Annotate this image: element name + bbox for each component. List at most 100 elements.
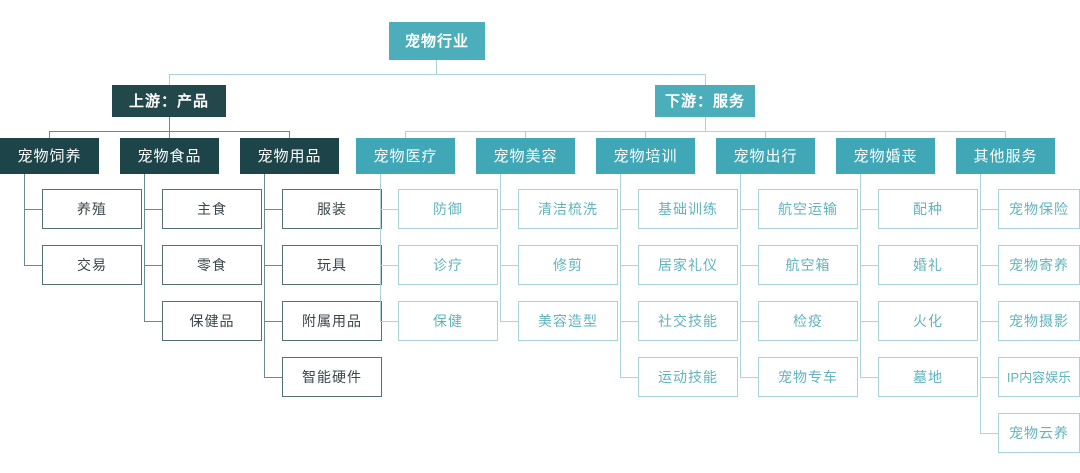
connector-food-item-1 [144, 265, 162, 266]
node-item-food-1: 零食 [162, 245, 262, 285]
node-category-pet-breeding: 宠物饲养 [0, 138, 99, 174]
node-item-training-3: 运动技能 [638, 357, 738, 397]
connector-medical-item-1 [380, 265, 398, 266]
node-item-supplies-0: 服装 [282, 189, 382, 229]
connector-root-to-upstream [169, 74, 170, 88]
connector-grooming-item-1 [500, 265, 518, 266]
connector-upstream-to-food [169, 131, 170, 138]
connector-wedding-spine [860, 174, 861, 378]
connector-other-item-0 [980, 209, 998, 210]
node-item-other-4: 宠物云养 [998, 413, 1080, 453]
node-category-pet-grooming: 宠物美容 [476, 138, 575, 174]
node-category-pet-training: 宠物培训 [596, 138, 695, 174]
connector-travel-item-3 [740, 377, 758, 378]
node-downstream-header: 下游：服务 [655, 85, 755, 117]
connector-grooming-item-0 [500, 209, 518, 210]
node-item-wedding-3: 墓地 [878, 357, 978, 397]
node-item-travel-1: 航空箱 [758, 245, 858, 285]
node-category-pet-supplies: 宠物用品 [240, 138, 339, 174]
connector-root-stem [436, 60, 437, 74]
connector-training-item-2 [620, 321, 638, 322]
node-item-breeding-1: 交易 [42, 245, 142, 285]
connector-travel-spine [740, 174, 741, 378]
connector-grooming-item-2 [500, 321, 518, 322]
node-item-grooming-0: 清洁梳洗 [518, 189, 618, 229]
connector-food-spine [144, 174, 145, 322]
node-item-breeding-0: 养殖 [42, 189, 142, 229]
connector-supplies-item-3 [264, 377, 282, 378]
connector-other-item-3 [980, 377, 998, 378]
connector-other-spine [980, 174, 981, 434]
node-item-other-3: IP内容娱乐 [998, 357, 1080, 397]
node-category-pet-medical: 宠物医疗 [356, 138, 455, 174]
connector-upstream-stem [169, 117, 170, 131]
connector-downstream-bus [405, 131, 1005, 132]
node-item-training-0: 基础训练 [638, 189, 738, 229]
node-upstream-header: 上游：产品 [112, 85, 226, 117]
connector-supplies-item-1 [264, 265, 282, 266]
connector-food-item-2 [144, 321, 162, 322]
connector-other-item-1 [980, 265, 998, 266]
connector-medical-item-0 [380, 209, 398, 210]
node-item-food-0: 主食 [162, 189, 262, 229]
connector-breeding-item-0 [24, 209, 42, 210]
node-item-grooming-1: 修剪 [518, 245, 618, 285]
node-item-other-1: 宠物寄养 [998, 245, 1080, 285]
node-item-medical-0: 防御 [398, 189, 498, 229]
node-item-food-2: 保健品 [162, 301, 262, 341]
connector-downstream-to-grooming [525, 131, 526, 138]
connector-wedding-item-3 [860, 377, 878, 378]
connector-travel-item-1 [740, 265, 758, 266]
connector-training-spine [620, 174, 621, 378]
node-item-travel-2: 检疫 [758, 301, 858, 341]
connector-downstream-stem [705, 117, 706, 131]
node-item-grooming-2: 美容造型 [518, 301, 618, 341]
connector-supplies-item-2 [264, 321, 282, 322]
connector-upstream-to-breeding [49, 131, 50, 138]
connector-travel-item-2 [740, 321, 758, 322]
connector-wedding-item-2 [860, 321, 878, 322]
node-item-supplies-1: 玩具 [282, 245, 382, 285]
connector-training-item-1 [620, 265, 638, 266]
connector-upstream-to-supplies [289, 131, 290, 138]
connector-wedding-item-0 [860, 209, 878, 210]
node-item-other-2: 宠物摄影 [998, 301, 1080, 341]
connector-training-item-0 [620, 209, 638, 210]
node-item-wedding-1: 婚礼 [878, 245, 978, 285]
connector-supplies-spine [264, 174, 265, 378]
connector-downstream-to-other [1005, 131, 1006, 138]
connector-food-item-0 [144, 209, 162, 210]
node-category-pet-travel: 宠物出行 [716, 138, 815, 174]
node-item-supplies-2: 附属用品 [282, 301, 382, 341]
connector-grooming-spine [500, 174, 501, 322]
node-item-other-0: 宠物保险 [998, 189, 1080, 229]
connector-other-item-4 [980, 433, 998, 434]
node-item-medical-1: 诊疗 [398, 245, 498, 285]
node-root-pet-industry: 宠物行业 [389, 22, 485, 60]
node-category-pet-food: 宠物食品 [120, 138, 219, 174]
connector-root-to-downstream [705, 74, 706, 88]
node-item-wedding-0: 配种 [878, 189, 978, 229]
connector-wedding-item-1 [860, 265, 878, 266]
connector-downstream-to-medical [405, 131, 406, 138]
node-item-travel-3: 宠物专车 [758, 357, 858, 397]
node-item-training-2: 社交技能 [638, 301, 738, 341]
connector-downstream-to-wedding [885, 131, 886, 138]
connector-other-item-2 [980, 321, 998, 322]
connector-supplies-item-0 [264, 209, 282, 210]
node-item-travel-0: 航空运输 [758, 189, 858, 229]
node-item-wedding-2: 火化 [878, 301, 978, 341]
connector-downstream-to-training [645, 131, 646, 138]
connector-training-item-3 [620, 377, 638, 378]
connector-downstream-to-travel [765, 131, 766, 138]
node-item-medical-2: 保健 [398, 301, 498, 341]
node-item-supplies-3: 智能硬件 [282, 357, 382, 397]
connector-root-bus [169, 74, 706, 75]
node-item-training-1: 居家礼仪 [638, 245, 738, 285]
node-category-pet-wedding-funeral: 宠物婚丧 [836, 138, 935, 174]
connector-breeding-item-1 [24, 265, 42, 266]
connector-breeding-spine [24, 174, 25, 266]
connector-medical-spine [380, 174, 381, 322]
connector-medical-item-2 [380, 321, 398, 322]
